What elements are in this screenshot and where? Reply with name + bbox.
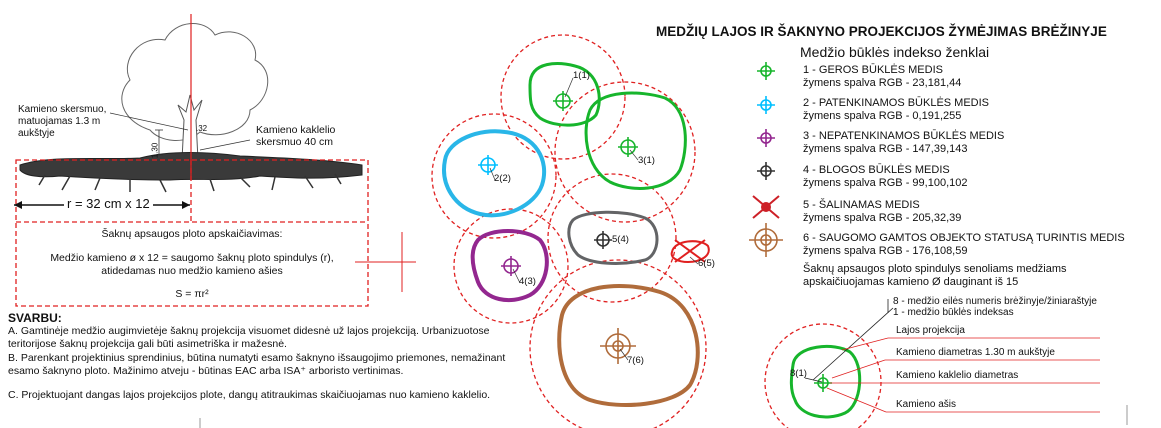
legend-item-1-rgb: žymens spalva RGB - 23,181,44 xyxy=(803,77,962,89)
radius-label: r = 32 cm x 12 xyxy=(64,196,153,211)
legend-subtitle: Medžio būklės indekso ženklai xyxy=(800,44,990,60)
legend-icon-5 xyxy=(752,195,780,219)
legend-item-6-rgb: žymens spalva RGB - 176,108,59 xyxy=(803,245,968,257)
root-zone-circles xyxy=(431,34,707,428)
callout-crown: Lajos projekcija xyxy=(896,325,965,336)
tree-illustration xyxy=(19,14,363,193)
calc-box-formula: S = πr² xyxy=(175,288,209,300)
tree-label-3: 3(1) xyxy=(638,155,655,166)
tree-label-7: 7(6) xyxy=(627,355,644,366)
svarbu-b: B. Parenkant projektinius sprendinius, b… xyxy=(8,352,506,377)
marker-2 xyxy=(478,155,498,175)
svarbu-c: C. Projektuojant dangas lajos projekcijo… xyxy=(8,389,491,401)
marker-6 xyxy=(670,239,710,264)
sample-schematic xyxy=(764,299,1100,428)
crown-5 xyxy=(567,210,659,265)
legend-item-5-rgb: žymens spalva RGB - 205,32,39 xyxy=(803,212,962,224)
tree-label-2: 2(2) xyxy=(494,173,511,184)
crown-4 xyxy=(470,229,549,303)
legend-icon-4 xyxy=(757,162,775,180)
legend-item-3-rgb: žymens spalva RGB - 147,39,143 xyxy=(803,143,968,155)
marker-3 xyxy=(618,137,638,157)
tree-crown-outline xyxy=(121,23,269,141)
crown-3 xyxy=(584,91,687,190)
tree-label-5: 5(4) xyxy=(612,234,629,245)
tree-trunk xyxy=(177,94,203,161)
svarbu-a: A. Gamtinėje medžio augimvietėje šaknų p… xyxy=(8,325,490,350)
page-title: MEDŽIŲ LAJOS IR ŠAKNYNO PROJEKCIJOS ŽYMĖ… xyxy=(656,24,1107,39)
legend-item-6-name: 6 - SAUGOMO GAMTOS OBJEKTO STATUSĄ TURIN… xyxy=(803,232,1125,244)
legend-item-4-name: 4 - BLOGOS BŪKLĖS MEDIS xyxy=(803,164,950,176)
collar-diameter-label: Kamieno kaklelio skersmuo 40 cm xyxy=(256,124,336,148)
calc-box-line1: Medžio kamieno ø x 12 = saugomo šaknų pl… xyxy=(50,252,334,264)
legend-item-4-rgb: žymens spalva RGB - 99,100,102 xyxy=(803,177,968,189)
root-zone-box xyxy=(15,159,369,307)
svarbu-heading: SVARBU: xyxy=(8,311,62,325)
callout-axis: Kamieno ašis xyxy=(896,399,957,410)
marker-7 xyxy=(600,328,636,364)
crown-1 xyxy=(528,62,601,127)
tree-label-1: 1(1) xyxy=(573,70,590,81)
sample-tag: 8(1) xyxy=(790,368,807,379)
legend-item-2-name: 2 - PATENKINAMOS BŪKLĖS MEDIS xyxy=(803,97,990,109)
callout-trunk-diameter: Kamieno diametras 1.30 m aukštyje xyxy=(896,347,1055,358)
tree-label-4: 4(3) xyxy=(519,276,536,287)
marker-1 xyxy=(553,91,573,111)
callout-collar-diameter: Kamieno kaklelio diametras xyxy=(896,370,1019,381)
legend-icon-3 xyxy=(757,129,775,147)
crown-2 xyxy=(442,129,547,218)
legend-icon-1 xyxy=(757,62,775,80)
dim-32-label: .32 xyxy=(196,124,208,133)
dim-130-label: 1.30 xyxy=(150,142,160,159)
legend-item-2-rgb: žymens spalva RGB - 0,191,255 xyxy=(803,110,962,122)
legend-icon-6 xyxy=(749,223,783,257)
trunk-diameter-label: Kamieno skersmuo, matuojamas 1.3 m aukšt… xyxy=(18,104,107,139)
callout-number: 8 - medžio eilės numeris brėžinyje/žinia… xyxy=(893,296,1097,307)
calc-box-line2: atidedamas nuo medžio kamieno ašies xyxy=(101,265,283,277)
calc-box-title: Šaknų apsaugos ploto apskaičiavimas: xyxy=(101,228,283,240)
crown-7 xyxy=(557,283,700,407)
legend-item-5-name: 5 - ŠALINAMAS MEDIS xyxy=(803,199,920,211)
callout-index: 1 - medžio būklės indeksas xyxy=(893,307,1014,318)
legend-item-1-name: 1 - GEROS BŪKLĖS MEDIS xyxy=(803,64,943,76)
legend-icon-2 xyxy=(757,96,775,114)
legend-note: Šaknų apsaugos ploto spindulys senoliams… xyxy=(803,263,1067,288)
root-strokes xyxy=(38,173,342,193)
marker-4 xyxy=(501,256,521,276)
legend-item-3-name: 3 - NEPATENKINAMOS BŪKLĖS MEDIS xyxy=(803,130,1005,142)
tree-label-6: 6(5) xyxy=(698,258,715,269)
